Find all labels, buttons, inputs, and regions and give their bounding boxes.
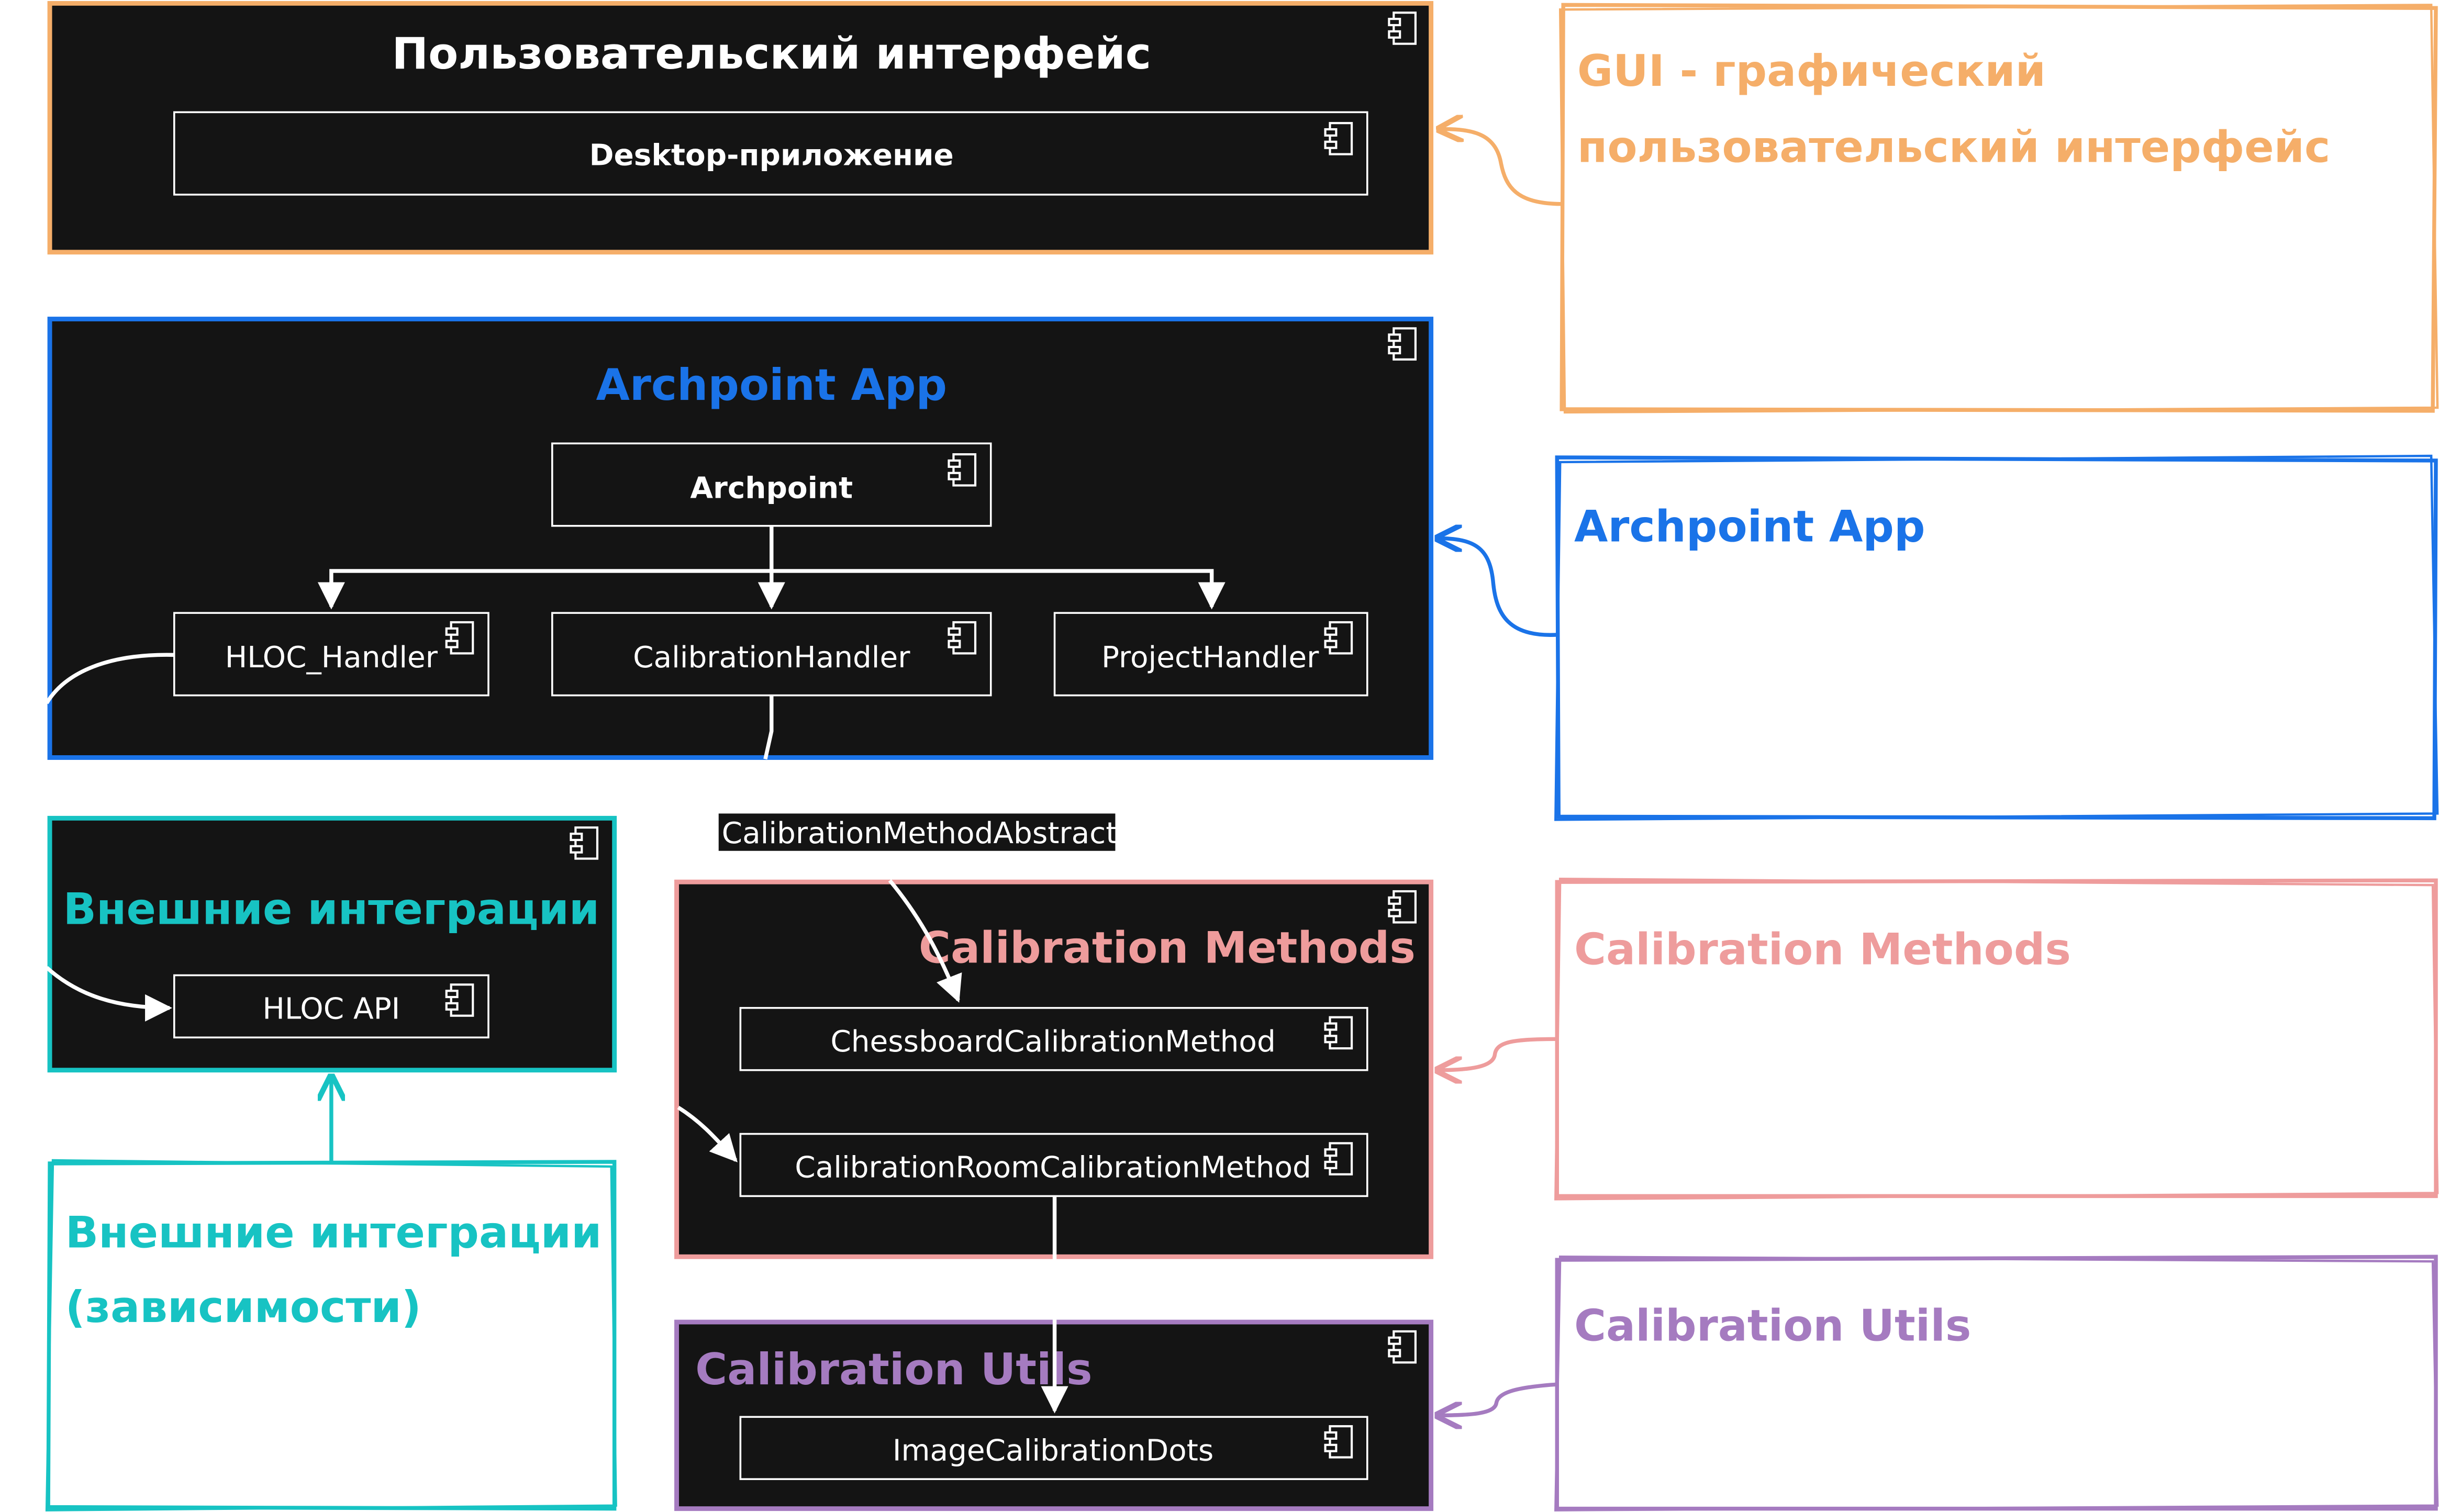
arrow-into-hloc-api (45, 966, 173, 1022)
link-calibration-handler-out (763, 695, 774, 760)
link-hloc-handler-out (44, 653, 174, 704)
component-archpoint: Archpoint (551, 442, 992, 527)
gui-panel-title: Пользовательский интерфейс (392, 28, 1151, 79)
note-utils: Calibration Utils (1554, 1255, 2439, 1511)
pointer-utils (1437, 1382, 1559, 1415)
pointer-methods (1437, 1037, 1556, 1070)
note-gui: GUI - графический пользовательский интер… (1558, 3, 2439, 414)
connector-label-box: CalibrationMethodAbstract (718, 813, 1118, 851)
component-hloc-api: HLOC API (173, 974, 489, 1039)
arrow-into-room (677, 1105, 738, 1162)
archpoint-label: Archpoint (690, 471, 853, 505)
note-pointers (331, 129, 1562, 1416)
dependency-connectors (44, 525, 1226, 1414)
component-dots: ImageCalibrationDots (739, 1416, 1368, 1480)
component-hloc-handler: HLOC_Handler (173, 612, 489, 697)
note-utils-line1: Calibration Utils (1574, 1301, 1971, 1351)
chessboard-label: ChessboardCalibrationMethod (830, 1025, 1275, 1059)
hloc-handler-label: HLOC_Handler (225, 641, 438, 675)
desktop-label: Desktop-приложение (589, 138, 954, 172)
arrow-archpoint-project-handler (771, 569, 1226, 610)
note-integrations: Внешние интеграции (зависимости) (45, 1159, 617, 1511)
note-gui-line1: GUI - графический (1577, 46, 2046, 96)
pointer-app (1437, 539, 1559, 637)
room-label: CalibrationRoomCalibrationMethod (795, 1151, 1311, 1185)
note-integrations-line1: Внешние интеграции (65, 1207, 602, 1258)
component-desktop: Desktop-приложение (173, 111, 1368, 196)
dots-label: ImageCalibrationDots (893, 1433, 1213, 1468)
arrow-archpoint-hloc-handler (317, 569, 772, 610)
note-gui-line2: пользовательский интерфейс (1577, 121, 2330, 172)
app-panel-title: Archpoint App (596, 360, 947, 410)
note-methods: Calibration Methods (1554, 877, 2439, 1201)
calibration-handler-label: CalibrationHandler (633, 641, 910, 675)
pointer-gui (1439, 129, 1562, 206)
project-handler-label: ProjectHandler (1101, 641, 1319, 675)
component-project-handler: ProjectHandler (1053, 612, 1368, 697)
note-integrations-line2: (зависимости) (65, 1282, 421, 1332)
component-chessboard: ChessboardCalibrationMethod (739, 1007, 1368, 1071)
arrow-into-chessboard (888, 879, 962, 1003)
note-methods-line1: Calibration Methods (1574, 924, 2071, 975)
note-app: Archpoint App (1554, 454, 2439, 821)
component-room: CalibrationRoomCalibrationMethod (739, 1133, 1368, 1197)
methods-panel-title: Calibration Methods (919, 923, 1416, 973)
connector-label: CalibrationMethodAbstract (722, 816, 1118, 850)
hloc-api-label: HLOC API (262, 992, 400, 1026)
utils-panel-title: Calibration Utils (695, 1344, 1092, 1395)
note-app-line1: Archpoint App (1574, 501, 1925, 552)
integrations-panel-title: Внешние интеграции (63, 883, 600, 934)
component-calibration-handler: CalibrationHandler (551, 612, 992, 697)
